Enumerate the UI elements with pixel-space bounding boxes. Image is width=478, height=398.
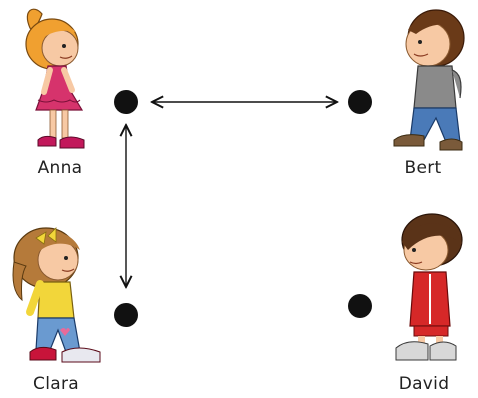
anna-dot: [114, 90, 138, 114]
david-dot: [348, 294, 372, 318]
anna-figure: [25, 8, 85, 149]
label-david: David: [398, 374, 450, 394]
label-bert: Bert: [404, 158, 442, 178]
clara-figure: [12, 227, 101, 363]
david-figure: [395, 213, 463, 361]
label-anna: Anna: [37, 158, 83, 178]
bert-figure: [393, 9, 465, 151]
clara-dot: [114, 303, 138, 327]
label-clara: Clara: [33, 374, 79, 394]
bert-dot: [348, 90, 372, 114]
